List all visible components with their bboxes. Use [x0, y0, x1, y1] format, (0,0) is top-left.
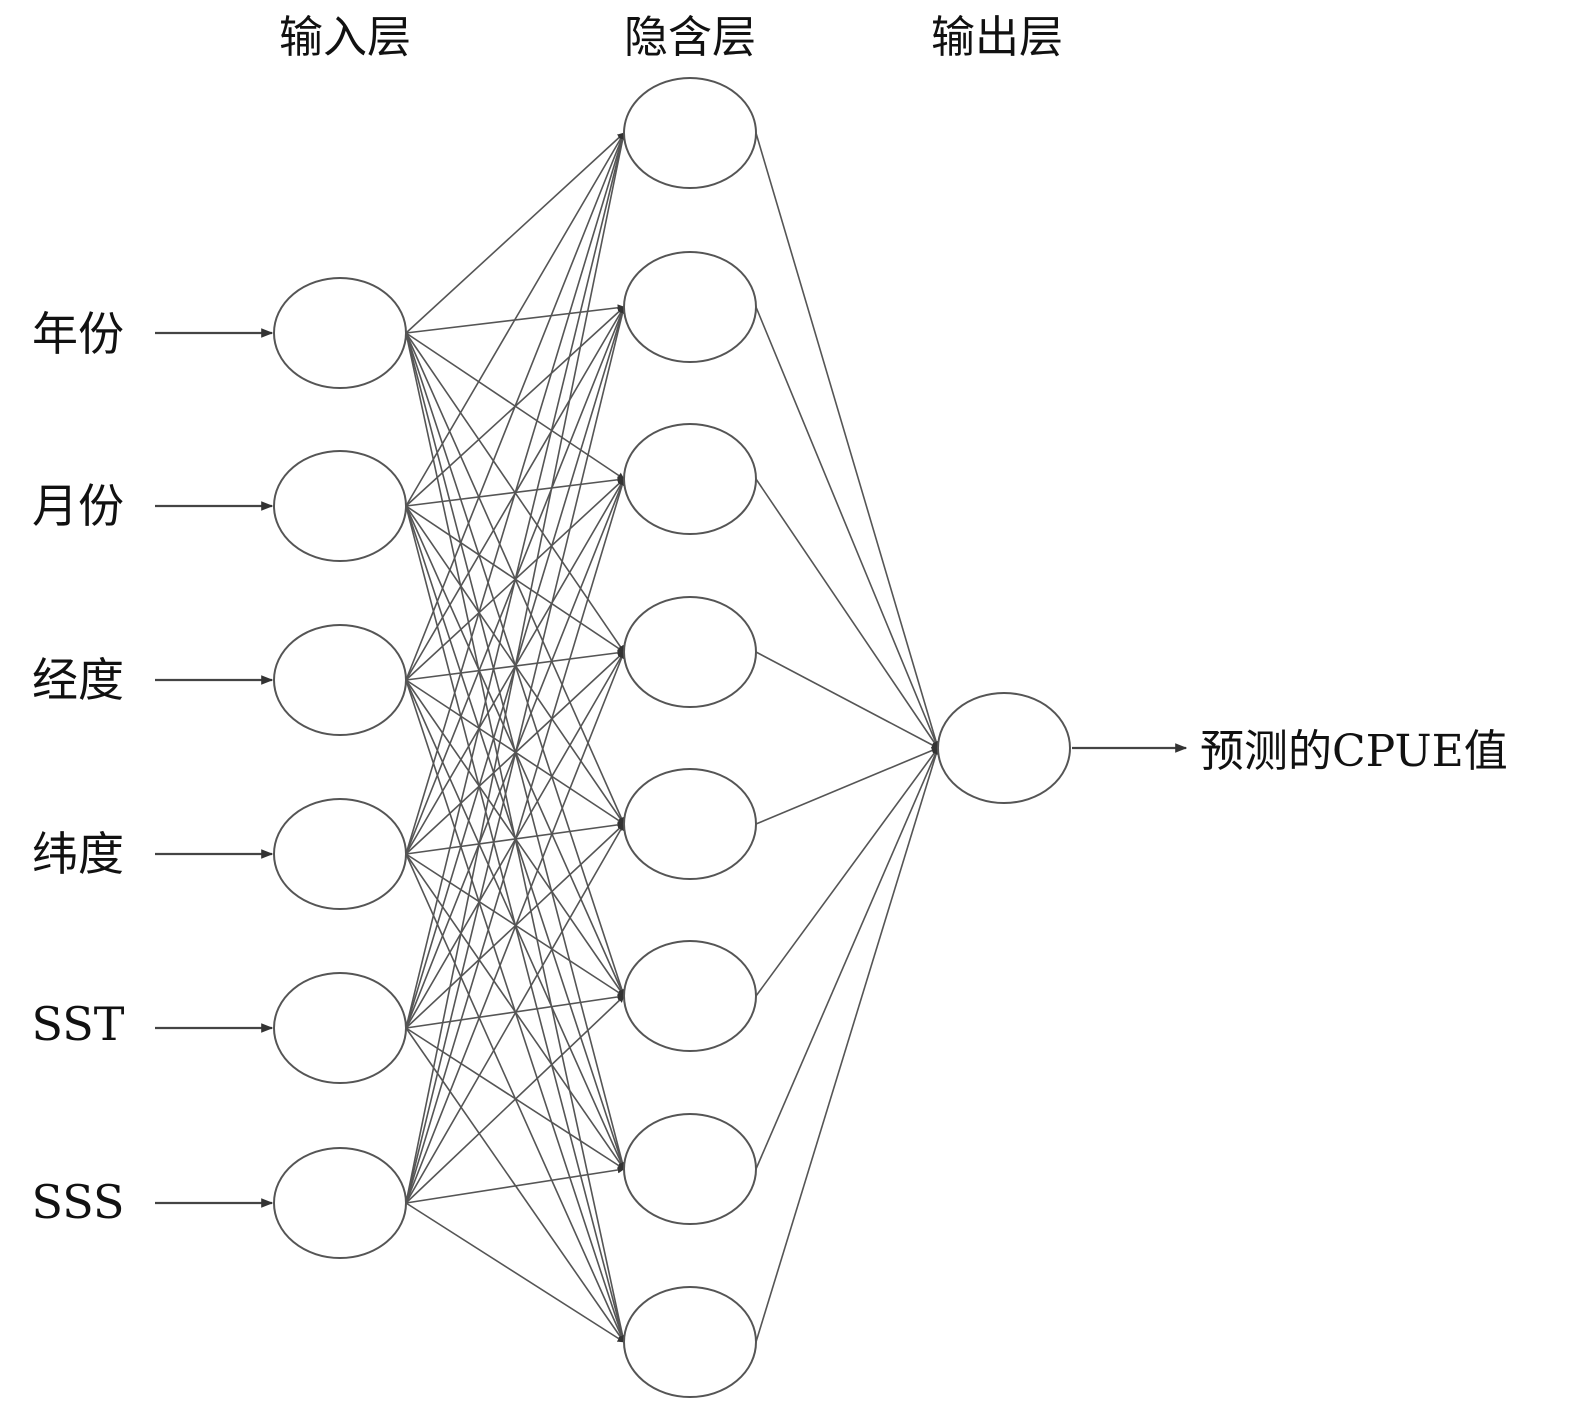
edge-hidden-5-output-1 — [755, 747, 939, 825]
hidden-node-1 — [623, 77, 757, 189]
input-layer-title: 输入层 — [279, 12, 411, 63]
hidden-node-4 — [623, 596, 757, 708]
hidden-node-7 — [623, 1113, 757, 1225]
edge-input-3-hidden-1 — [405, 132, 625, 681]
edge-hidden-4-output-1 — [755, 651, 939, 749]
output-layer-title: 输出层 — [931, 12, 1063, 63]
input-arrows — [155, 328, 274, 1208]
input-node-4 — [273, 798, 407, 910]
hidden-node-5 — [623, 768, 757, 880]
hidden-node-8 — [623, 1286, 757, 1398]
edge-input-1-hidden-1 — [405, 132, 625, 334]
edge-input-6-hidden-4 — [405, 651, 625, 1204]
edge-input-6-hidden-7 — [405, 1166, 625, 1204]
edge-input-2-hidden-1 — [405, 132, 625, 507]
input-hidden-connections — [405, 132, 627, 1343]
edge-input-3-hidden-6 — [405, 679, 625, 997]
input-node-1 — [273, 277, 407, 389]
hidden-node-6 — [623, 940, 757, 1052]
edge-input-6-hidden-8 — [405, 1202, 625, 1343]
input-label-sss: SSS — [32, 1175, 125, 1229]
edge-input-4-hidden-1 — [405, 132, 626, 855]
hidden-layer-title: 隐含层 — [624, 12, 756, 63]
input-label-sst: SST — [32, 997, 125, 1051]
edge-input-5-hidden-1 — [405, 132, 626, 1029]
input-node-5 — [273, 972, 407, 1084]
input-label-longitude: 经度 — [32, 653, 124, 707]
hidden-output-connections — [755, 132, 940, 1343]
input-label-latitude: 纬度 — [32, 827, 124, 881]
edge-hidden-2-output-1 — [755, 306, 939, 749]
input-node-6 — [273, 1147, 407, 1259]
edge-input-6-hidden-5 — [405, 823, 625, 1204]
edge-input-6-hidden-2 — [405, 306, 626, 1204]
edge-input-6-hidden-1 — [405, 132, 627, 1204]
output-label: 预测的CPUE值 — [1200, 726, 1508, 777]
edge-hidden-3-output-1 — [755, 478, 939, 749]
hidden-node-3 — [623, 423, 757, 535]
edge-hidden-1-output-1 — [755, 132, 940, 749]
edge-input-6-hidden-6 — [405, 995, 625, 1204]
input-label-month: 月份 — [32, 479, 124, 533]
hidden-layer-nodes — [623, 77, 757, 1398]
edge-hidden-7-output-1 — [755, 747, 939, 1170]
input-layer-nodes — [273, 277, 407, 1259]
output-layer-nodes — [937, 692, 1071, 804]
input-label-year: 年份 — [32, 307, 124, 361]
edge-input-6-hidden-3 — [405, 478, 626, 1204]
edge-hidden-6-output-1 — [755, 747, 939, 997]
edge-hidden-8-output-1 — [755, 747, 940, 1343]
hidden-node-2 — [623, 251, 757, 363]
input-labels: 年份 月份 经度 纬度 SST SSS — [32, 307, 125, 1229]
edge-input-5-hidden-8 — [405, 1027, 625, 1343]
input-node-2 — [273, 450, 407, 562]
input-node-3 — [273, 624, 407, 736]
output-node-1 — [937, 692, 1071, 804]
